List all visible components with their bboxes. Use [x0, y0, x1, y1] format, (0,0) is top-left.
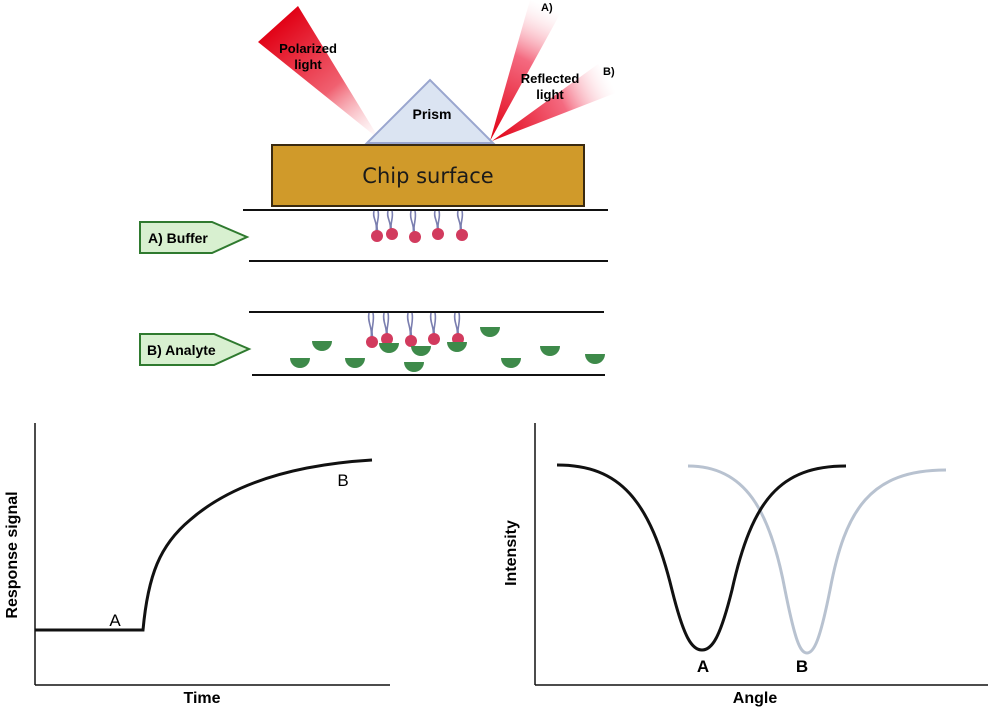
- reflectivity-annotation-b: B: [796, 657, 808, 676]
- buffer-arrow: [139, 221, 250, 254]
- reflectivity-x-label: Angle: [733, 690, 778, 707]
- polarized-light-label-line1: Polarized: [279, 41, 337, 56]
- reflected-beam-a-label: A): [541, 2, 553, 14]
- sensorgram-x-label: Time: [183, 690, 220, 707]
- analyte-arrow: [139, 333, 252, 366]
- reflected-beam-b-label: B): [603, 66, 615, 78]
- sensorgram-annotation-b: B: [337, 471, 348, 490]
- reflected-beam-a: [490, 0, 560, 141]
- sensorgram-y-label: Response signal: [4, 491, 21, 618]
- reflected-beam-b: [492, 64, 618, 141]
- reflectivity-annotation-a: A: [697, 657, 709, 676]
- reflectivity-curve-b: [687, 464, 947, 655]
- ligand-balls-buffer: [371, 228, 468, 243]
- sensorgram-chart: A B Time Response signal: [4, 423, 390, 707]
- prism-label: Prism: [413, 106, 452, 122]
- sensorgram-annotation-a: A: [109, 611, 121, 630]
- chip-surface-label: Chip surface: [362, 164, 493, 188]
- buffer-arrow-label: A) Buffer: [148, 230, 208, 246]
- reflectivity-chart: A B Angle Intensity: [503, 423, 988, 707]
- polarized-light-label-line2: light: [294, 57, 322, 72]
- chip-surface: [271, 144, 585, 207]
- prism: [364, 78, 496, 144]
- sensorgram-curve: [35, 458, 373, 632]
- reflectivity-y-label: Intensity: [503, 520, 520, 586]
- polarized-light-beam: [258, 6, 380, 140]
- spr-schematic: Polarized light A) B) Reflected light Pr…: [139, 0, 618, 376]
- ligands-analyte: [367, 312, 461, 339]
- ligands-buffer: [372, 210, 464, 235]
- reflectivity-curve-a: [556, 463, 847, 652]
- analyte-arrow-label: B) Analyte: [147, 342, 216, 358]
- reflected-light-label-line1: Reflected: [521, 71, 580, 86]
- analytes: [290, 327, 605, 372]
- reflected-light-label-line2: light: [536, 87, 564, 102]
